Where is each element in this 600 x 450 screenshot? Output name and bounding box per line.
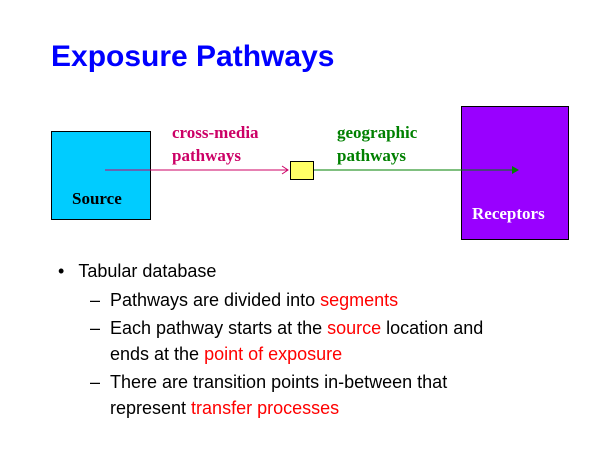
transition-node	[290, 161, 314, 180]
dash: –	[90, 372, 101, 392]
sub-bullet-2: – Each pathway starts at the source loca…	[90, 315, 483, 367]
cross-media-arrowhead	[281, 165, 289, 175]
slide-title: Exposure Pathways	[51, 40, 335, 73]
geographic-arrowhead	[512, 166, 519, 174]
text: Pathways are divided into	[110, 290, 321, 310]
bullet-main: • Tabular database	[58, 258, 216, 284]
geographic-line1: geographic	[337, 123, 418, 142]
bullet-dot: •	[58, 261, 65, 281]
text: location and	[381, 318, 484, 338]
text: ends at the	[110, 344, 205, 364]
source-label: Source	[72, 189, 122, 208]
sub-bullet-1: – Pathways are divided into segments	[90, 287, 398, 313]
highlight-transfer-processes: transfer processes	[191, 398, 340, 418]
source-box	[51, 131, 151, 220]
text: There are transition points in-between t…	[110, 372, 448, 392]
geographic-label: geographic pathways	[337, 121, 417, 167]
text: Each pathway starts at the	[110, 318, 328, 338]
cross-media-line1: cross-media	[172, 123, 259, 142]
text: represent	[110, 398, 192, 418]
sub-bullet-3: – There are transition points in-between…	[90, 369, 447, 421]
cross-media-label: cross-media pathways	[172, 121, 259, 167]
geographic-line2: pathways	[337, 146, 406, 165]
bullet-main-text: Tabular database	[78, 261, 217, 281]
highlight-point-of-exposure: point of exposure	[204, 344, 343, 364]
dash: –	[90, 290, 101, 310]
receptors-box	[461, 106, 569, 240]
highlight-source: source	[327, 318, 382, 338]
cross-media-line2: pathways	[172, 146, 241, 165]
dash: –	[90, 318, 101, 338]
receptors-label: Receptors	[472, 204, 545, 223]
highlight-segments: segments	[320, 290, 399, 310]
